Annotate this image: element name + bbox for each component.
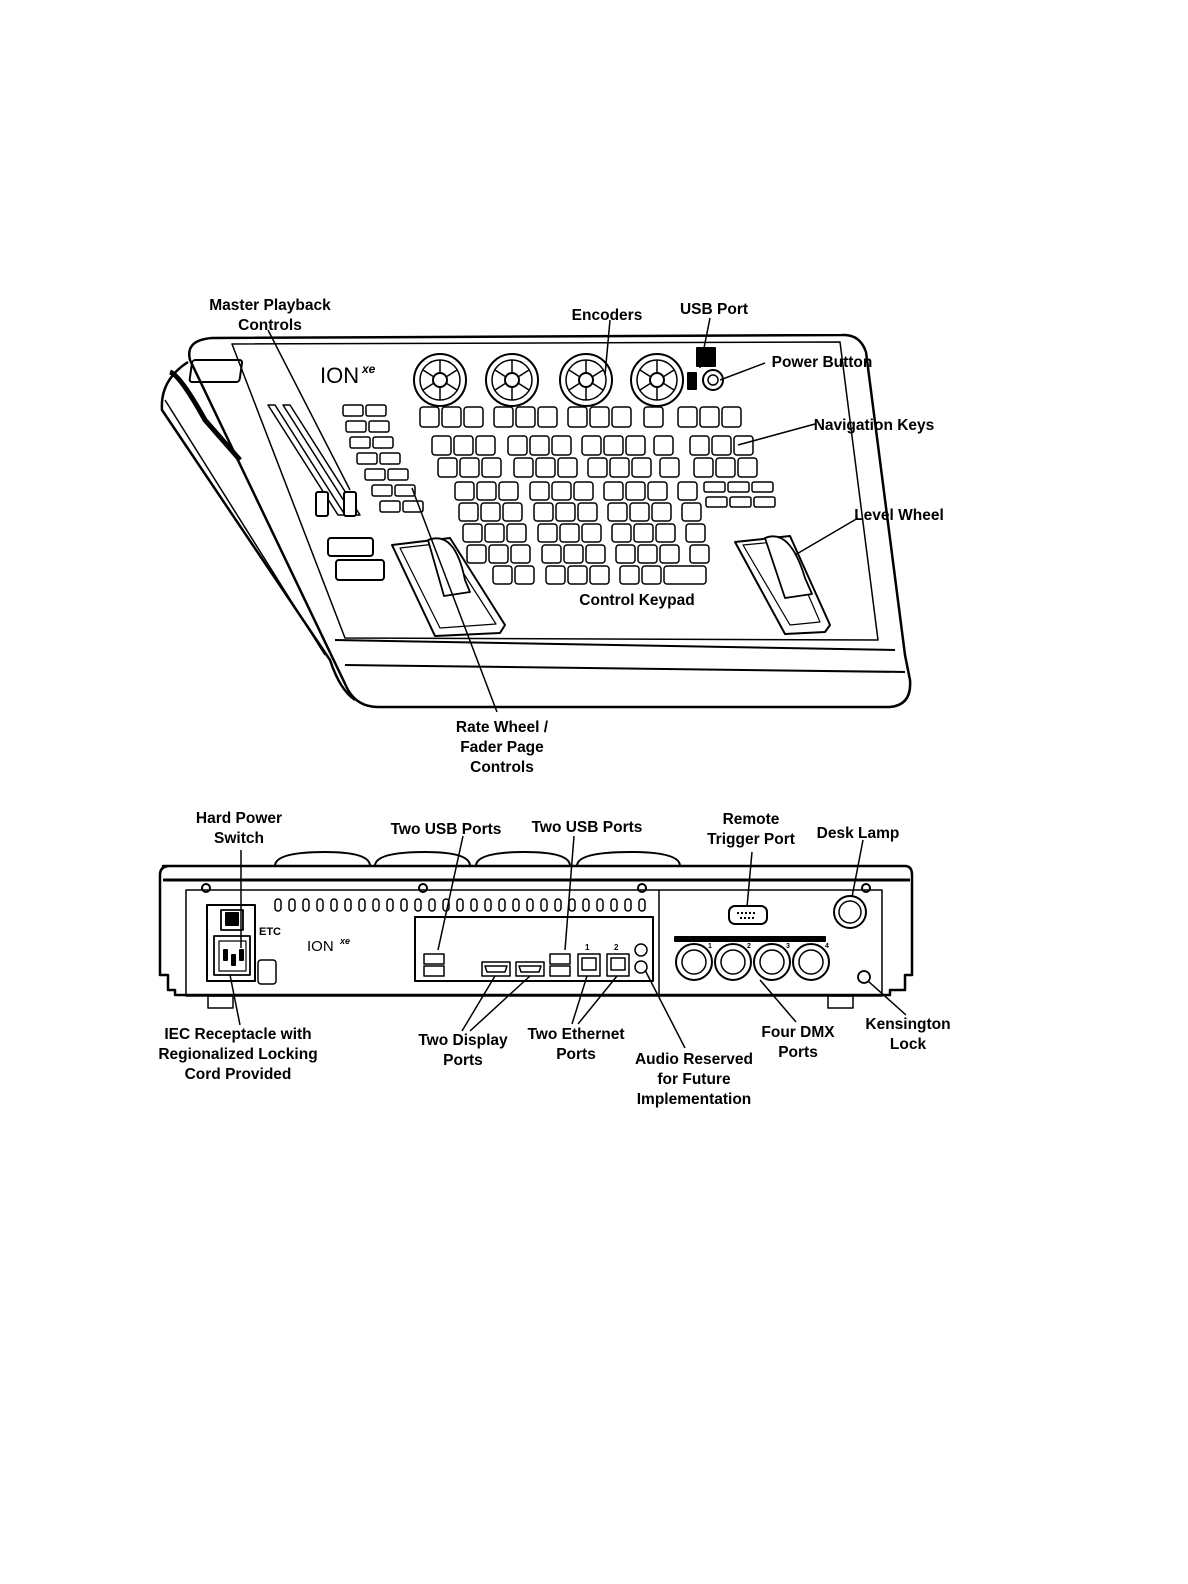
console-logo-suffix: xe <box>361 362 376 376</box>
label-two-usb-ports-left: Two USB Ports <box>390 821 502 838</box>
display-ports <box>481 961 545 977</box>
ethernet-port-1-number: 1 <box>585 943 590 952</box>
navigation-keys <box>689 435 776 508</box>
dmx-port-1-number: 1 <box>708 943 712 950</box>
label-desk-lamp: Desk Lamp <box>816 825 900 842</box>
remote-trigger-port <box>728 905 768 925</box>
encoders-group <box>413 353 684 407</box>
ethernet-port-2-number: 2 <box>614 943 619 952</box>
label-two-usb-ports-right: Two USB Ports <box>531 819 643 836</box>
label-usb-port: USB Port <box>679 301 749 318</box>
leader-lines-bottom <box>229 835 907 1049</box>
level-wheel <box>734 535 831 635</box>
function-keys <box>431 435 680 478</box>
rear-brand-text: ETC <box>259 926 281 938</box>
label-navigation-keys: Navigation Keys <box>813 417 935 434</box>
kensington-lock-slot <box>857 970 871 984</box>
etc-logo-mark <box>696 347 716 367</box>
usb-ports-left <box>423 953 445 977</box>
dmx-port-4-number: 4 <box>825 943 829 950</box>
rate-wheel <box>391 537 506 637</box>
dmx-port-2-number: 2 <box>747 943 751 950</box>
iec-power-block <box>206 904 256 982</box>
master-playback-section <box>188 359 385 581</box>
leader-lines-top <box>267 317 859 713</box>
usb-port-front <box>687 372 697 390</box>
fader-page-buttons <box>342 404 424 513</box>
label-power-button: Power Button <box>771 354 873 371</box>
control-keypad <box>454 481 710 585</box>
label-level-wheel: Level Wheel <box>854 507 944 524</box>
dmx-port-3-number: 3 <box>786 943 790 950</box>
ethernet-ports <box>577 953 630 977</box>
label-encoders: Encoders <box>571 307 643 324</box>
dmx-ports <box>674 936 830 981</box>
power-button <box>702 369 724 391</box>
usb-ports-right <box>549 953 571 977</box>
console-top-view <box>160 333 912 709</box>
desk-lamp-connector <box>833 895 867 929</box>
label-control-keypad: Control Keypad <box>579 592 695 609</box>
rear-logo-text: ION <box>307 938 334 955</box>
console-logo-text: ION <box>320 363 359 388</box>
audio-ports <box>634 943 648 974</box>
softkeys-row <box>419 406 742 428</box>
rear-logo-suffix: xe <box>339 936 350 946</box>
console-rear-view <box>158 851 914 1009</box>
